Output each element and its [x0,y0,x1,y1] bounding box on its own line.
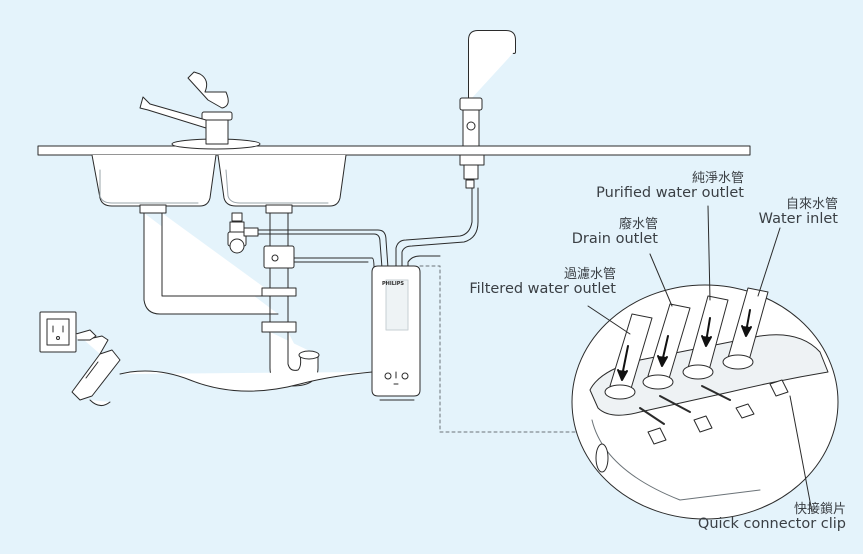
ro-faucet [459,30,516,189]
angle-valve [227,212,259,254]
label-quick-connector-clip: 快接鎖片 Quick connector clip [680,502,846,533]
label-drain-zh: 廢水管 [618,217,658,232]
label-clip-en: Quick connector clip [697,516,846,533]
ro-purifier-unit [371,265,421,401]
label-water-inlet-en: Water inlet [758,211,838,228]
zoom-detail [571,284,839,520]
label-filtered-water-outlet: 過濾水管 Filtered water outlet [454,267,616,298]
label-leaders [587,205,781,335]
sink-basins [91,154,347,214]
label-drain-en: Drain outlet [571,231,658,248]
label-water-inlet: 自來水管 Water inlet [744,197,838,228]
kitchen-faucet [139,71,261,150]
countertop [37,145,751,156]
wall-outlet [39,311,97,353]
label-water-inlet-zh: 自來水管 [785,197,838,212]
label-filtered-en: Filtered water outlet [469,281,616,298]
label-filtered-zh: 過濾水管 [563,267,616,282]
unit-brand-logo: PHILIPS [382,281,405,287]
water-lines [257,187,479,269]
label-purified-zh: 純淨水管 [691,171,744,186]
label-clip-zh: 快接鎖片 [793,502,846,517]
label-purified-en: Purified water outlet [596,185,744,202]
power-adapter [71,335,373,406]
callout-leader [419,265,577,433]
flow-arrows [617,309,752,381]
quick-connector-clips [639,379,789,445]
label-purified-water-outlet: 純淨水管 Purified water outlet [586,171,744,202]
label-drain-outlet: 廢水管 Drain outlet [556,217,658,248]
drain-pipes [143,212,320,387]
